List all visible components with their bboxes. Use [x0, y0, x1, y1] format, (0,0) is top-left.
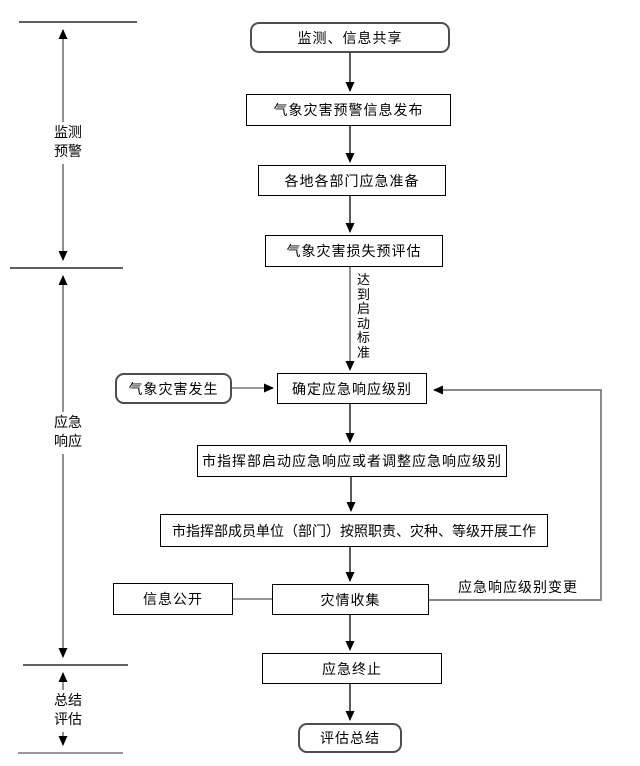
node-warning-info-release: 气象灾害预警信息发布	[246, 94, 451, 126]
node-disaster-info-collection: 灾情收集	[272, 584, 429, 615]
feedback-arrow-level-change	[429, 385, 602, 601]
node-determine-response-level: 确定应急响应级别	[277, 373, 427, 404]
node-loss-preassessment: 气象灾害损失预评估	[265, 235, 443, 267]
phase-label-line: 预警	[54, 144, 82, 160]
node-monitor-info-share: 监测、信息共享	[250, 22, 450, 53]
node-disaster-occurs: 气象灾害发生	[115, 373, 232, 404]
phase-label-line: 应急	[54, 415, 82, 431]
phase-label-emergency-response: 应急 响应	[40, 412, 96, 454]
phase-label-summary-evaluation: 总结 评估	[40, 690, 96, 732]
node-information-disclosure: 信息公开	[113, 583, 233, 615]
edge-label-response-level-change: 应急响应级别变更	[458, 577, 578, 597]
node-emergency-termination: 应急终止	[262, 653, 442, 684]
node-start-or-adjust-response: 市指挥部启动应急响应或者调整应急响应级别	[197, 445, 507, 477]
node-emergency-preparation: 各地各部门应急准备	[258, 165, 446, 196]
phase-label-line: 监测	[54, 125, 82, 141]
node-evaluation-summary: 评估总结	[298, 723, 402, 753]
edge-label-reach-start-threshold: 达到启动标准	[356, 273, 371, 361]
phase-label-line: 评估	[54, 712, 82, 728]
node-members-carry-out-work: 市指挥部成员单位（部门）按照职责、灾种、等级开展工作	[160, 514, 548, 547]
phase-label-line: 响应	[54, 434, 82, 450]
phase-label-monitoring-warning: 监测 预警	[40, 122, 96, 164]
phase-label-line: 总结	[54, 693, 82, 709]
